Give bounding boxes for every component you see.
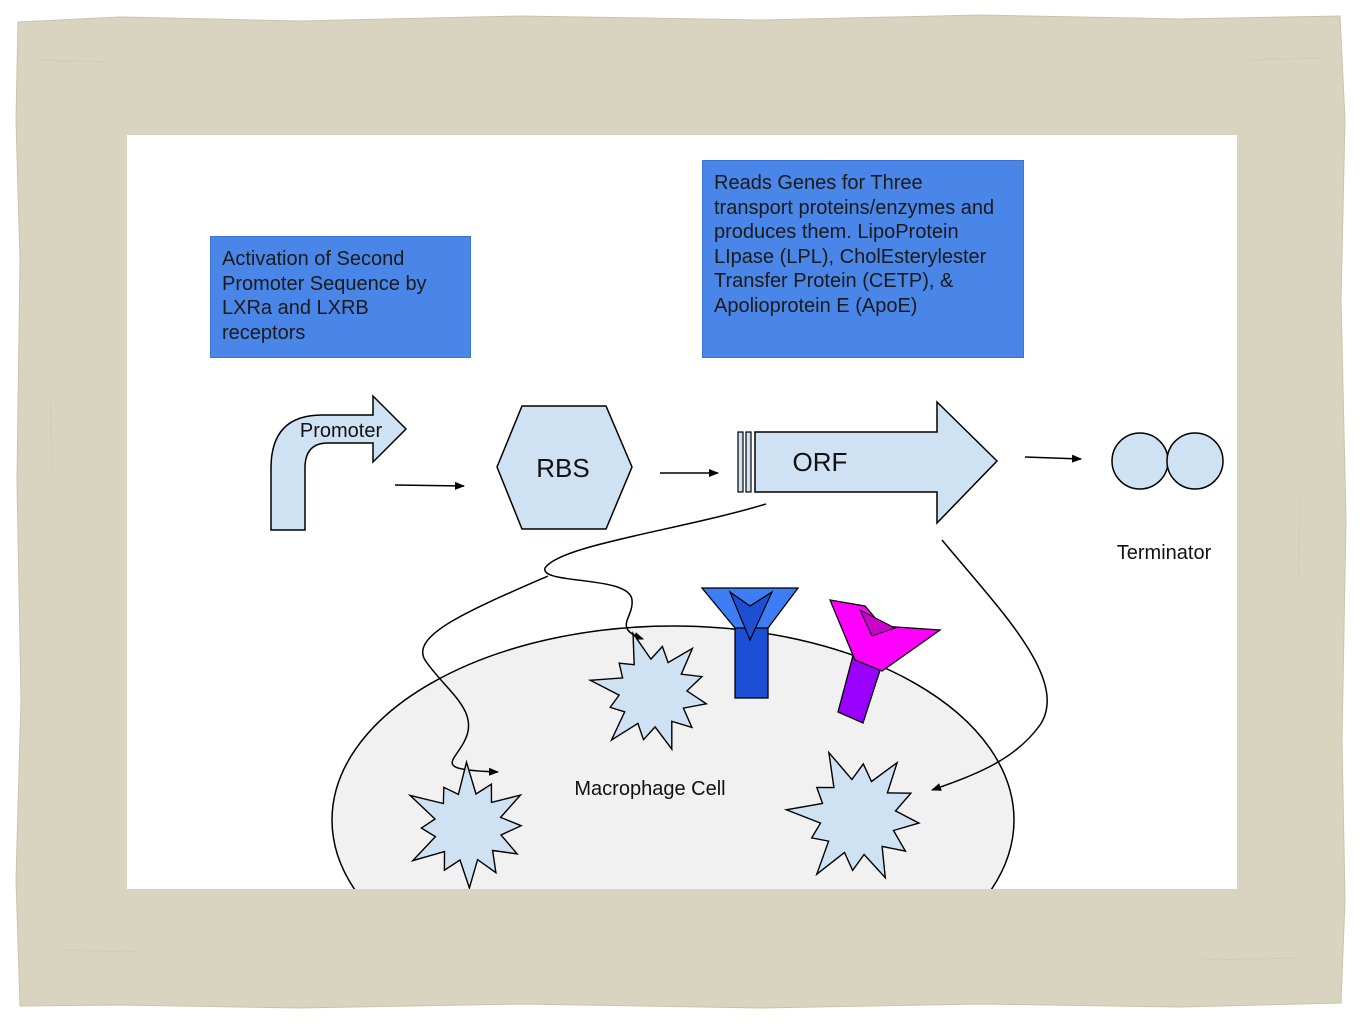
receptor-blue [700, 587, 800, 699]
rbs-hexagon [496, 405, 633, 530]
reads-genes-note-box: Reads Genes for Three transport proteins… [702, 160, 1024, 358]
orf-label: ORF [793, 447, 848, 477]
protein-star-left [407, 759, 523, 889]
curve-arrow-to-center-star [544, 503, 767, 640]
promoter-label: Promoter [300, 420, 383, 442]
activation-note-box: Activation of Second Promoter Sequence b… [210, 236, 471, 358]
receptor-magenta [828, 599, 942, 724]
curve-arrow-to-left-star [422, 575, 549, 776]
terminator-circle-left [1111, 432, 1169, 490]
protein-star-right [783, 750, 921, 880]
terminator-circle-right [1166, 432, 1224, 490]
arrow-orf-to-terminator [1024, 454, 1082, 463]
orf-arrow [754, 400, 999, 525]
promoter-shape [270, 394, 408, 531]
arrow-promoter-to-rbs [394, 481, 465, 490]
protein-star-center [587, 631, 709, 752]
rbs-label: RBS [536, 453, 589, 483]
curve-arrow-to-right-star [931, 539, 1048, 791]
orf-bar-2 [745, 431, 752, 493]
terminator-label: Terminator [1117, 542, 1212, 564]
orf-bar-1 [737, 431, 744, 493]
paper-texture [39, 57, 1321, 961]
macrophage-cell-label: Macrophage Cell [574, 778, 725, 800]
